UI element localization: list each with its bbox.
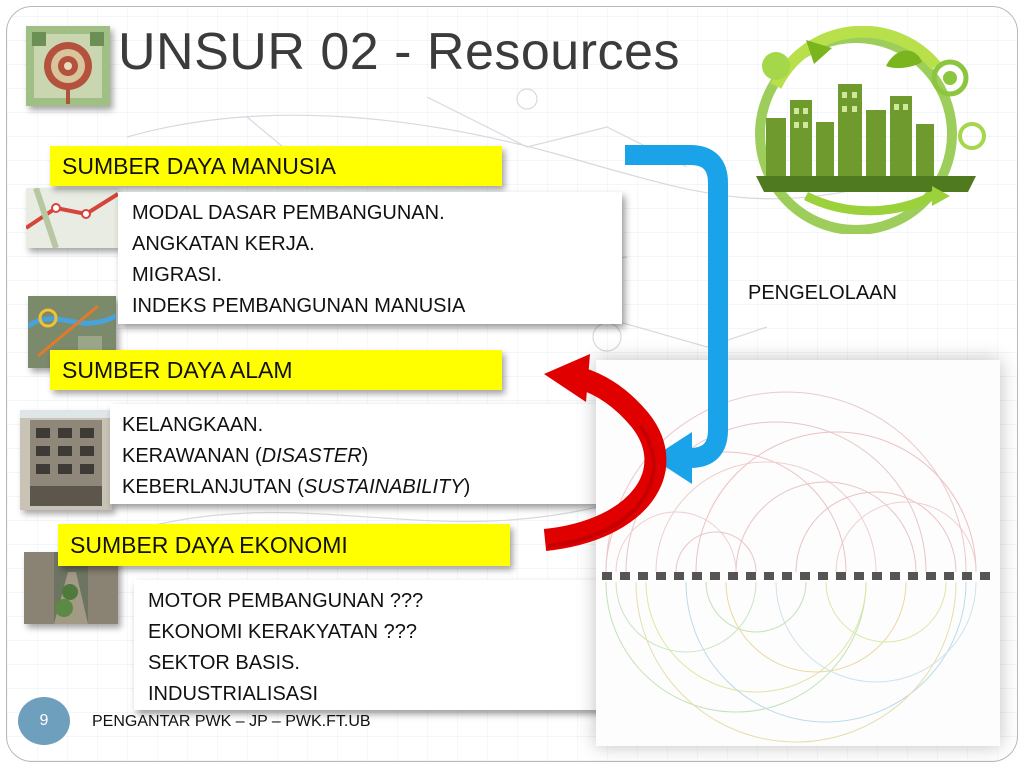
- sdm-line: ANGKATAN KERJA.: [132, 233, 315, 255]
- sde-line: SEKTOR BASIS.: [148, 652, 300, 674]
- textbox-sda: KELANGKAAN. KERAWANAN (DISASTER) KEBERLA…: [110, 404, 616, 504]
- building-photo-image: [20, 410, 112, 510]
- sde-line: EKONOMI KERAKYATAN ???: [148, 621, 417, 643]
- label-sumber-daya-alam: SUMBER DAYA ALAM: [50, 350, 502, 390]
- site-plan-image: [26, 26, 110, 106]
- green-city-illustration: [755, 26, 986, 234]
- pengelolaan-label: PENGELOLAAN: [748, 282, 897, 304]
- transit-map-image: [26, 188, 118, 248]
- sdm-line: MODAL DASAR PEMBANGUNAN.: [132, 202, 445, 224]
- textbox-sde: MOTOR PEMBANGUNAN ??? EKONOMI KERAKYATAN…: [134, 580, 640, 710]
- sdm-line: INDEKS PEMBANGUNAN MANUSIA: [132, 295, 466, 317]
- sde-line: INDUSTRIALISASI: [148, 683, 319, 705]
- network-arcs-illustration: [596, 360, 1000, 746]
- sda-line: KELANGKAAN.: [122, 414, 264, 436]
- sde-line: MOTOR PEMBANGUNAN ???: [148, 590, 424, 612]
- sdm-line: MIGRASI.: [132, 264, 223, 286]
- slide-title: UNSUR 02 - Resources: [118, 23, 680, 81]
- label-sumber-daya-ekonomi: SUMBER DAYA EKONOMI: [58, 524, 510, 566]
- label-sumber-daya-manusia: SUMBER DAYA MANUSIA: [50, 146, 502, 186]
- page-number-badge: 9: [18, 697, 70, 745]
- footer-text: PENGANTAR PWK – JP – PWK.FT.UB: [92, 713, 371, 730]
- textbox-sdm: MODAL DASAR PEMBANGUNAN. ANGKATAN KERJA.…: [118, 192, 622, 324]
- sda-line: KEBERLANJUTAN (SUSTAINABILITY): [122, 476, 471, 498]
- sda-line: KERAWANAN (DISASTER): [122, 445, 369, 467]
